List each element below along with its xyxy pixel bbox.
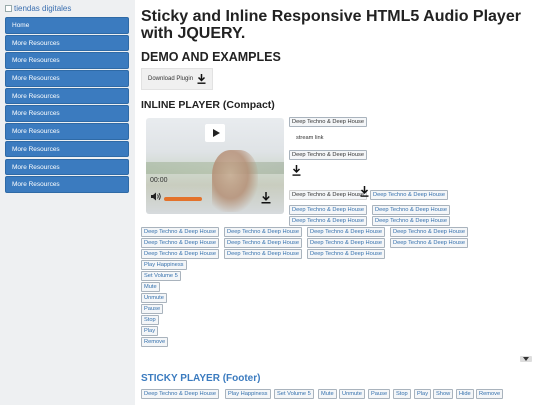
sidebar-nav: Home More Resources More Resources More … <box>5 17 129 194</box>
track-button[interactable]: Deep Techno & Deep House <box>390 238 468 248</box>
logo-alt-text: tiendas digitales <box>14 4 72 13</box>
play-icon <box>212 129 220 137</box>
sticky-play-happiness-button[interactable]: Play Happiness <box>225 389 271 399</box>
track-button[interactable]: Deep Techno & Deep House <box>390 227 468 237</box>
sticky-track-button[interactable]: Deep Techno & Deep House <box>141 389 219 399</box>
track-button[interactable]: Deep Techno & Deep House <box>307 227 385 237</box>
sticky-set-volume-button[interactable]: Set Volume 5 <box>274 389 314 399</box>
sticky-pause-button[interactable]: Pause <box>368 389 391 399</box>
mute-button[interactable]: Mute <box>141 282 160 292</box>
remove-button[interactable]: Remove <box>141 337 169 347</box>
stream-link[interactable]: stream link <box>296 135 324 141</box>
track-button[interactable]: Deep Techno & Deep House <box>289 216 367 226</box>
player-cover-figure <box>212 150 258 212</box>
sidebar-item-more-resources[interactable]: More Resources <box>5 52 129 69</box>
track-button[interactable]: Deep Techno & Deep House <box>224 249 302 259</box>
track-button[interactable]: Deep Techno & Deep House <box>224 227 302 237</box>
sidebar-item-more-resources[interactable]: More Resources <box>5 34 129 52</box>
pause-button[interactable]: Pause <box>141 304 164 314</box>
download-icon[interactable] <box>360 186 369 197</box>
download-plugin-label: Download Plugin <box>148 76 194 82</box>
sticky-hide-button[interactable]: Hide <box>456 389 474 399</box>
download-icon[interactable] <box>292 165 301 176</box>
download-icon <box>197 74 206 84</box>
sidebar: tiendas digitales Home More Resources Mo… <box>0 0 135 405</box>
sidebar-item-more-resources[interactable]: More Resources <box>5 176 129 193</box>
page-title: Sticky and Inline Responsive HTML5 Audio… <box>141 8 521 42</box>
sticky-mute-button[interactable]: Mute <box>318 389 337 399</box>
play-happiness-button[interactable]: Play Happiness <box>141 260 187 270</box>
player-download-icon[interactable] <box>261 192 271 204</box>
stop-button[interactable]: Stop <box>141 315 159 325</box>
track-button[interactable]: Deep Techno & Deep House <box>307 249 385 259</box>
track-button[interactable]: Deep Techno & Deep House <box>289 190 367 200</box>
demo-heading: DEMO AND EXAMPLES <box>141 50 281 64</box>
track-button[interactable]: Deep Techno & Deep House <box>141 238 219 248</box>
sticky-show-button[interactable]: Show <box>433 389 454 399</box>
set-volume-button[interactable]: Set Volume 5 <box>141 271 181 281</box>
track-button[interactable]: Deep Techno & Deep House <box>289 205 367 215</box>
sidebar-item-more-resources[interactable]: More Resources <box>5 158 129 176</box>
sidebar-item-more-resources[interactable]: More Resources <box>5 70 129 87</box>
volume-icon[interactable] <box>151 192 162 201</box>
track-button[interactable]: Deep Techno & Deep House <box>307 238 385 248</box>
sidebar-item-more-resources[interactable]: More Resources <box>5 105 129 123</box>
track-button[interactable]: Deep Techno & Deep House <box>141 227 219 237</box>
broken-image-icon <box>5 5 12 12</box>
download-plugin-button[interactable]: Download Plugin <box>141 68 213 90</box>
track-button[interactable]: Deep Techno & Deep House <box>289 150 367 160</box>
sticky-unmute-button[interactable]: Unmute <box>339 389 365 399</box>
sticky-stop-button[interactable]: Stop <box>393 389 411 399</box>
track-button[interactable]: Deep Techno & Deep House <box>372 205 450 215</box>
track-button[interactable]: Deep Techno & Deep House <box>370 190 448 200</box>
play-button[interactable] <box>205 124 225 142</box>
sidebar-item-more-resources[interactable]: More Resources <box>5 123 129 140</box>
track-button[interactable]: Deep Techno & Deep House <box>224 238 302 248</box>
sidebar-item-more-resources[interactable]: More Resources <box>5 87 129 105</box>
chevron-down-icon <box>523 357 529 361</box>
time-display: 00:00 <box>150 177 168 184</box>
sidebar-item-home[interactable]: Home <box>5 17 129 34</box>
scroll-down-button[interactable] <box>520 356 532 362</box>
unmute-button[interactable]: Unmute <box>141 293 167 303</box>
sticky-player-heading: STICKY PLAYER (Footer) <box>141 373 261 384</box>
track-button[interactable]: Deep Techno & Deep House <box>141 249 219 259</box>
track-button[interactable]: Deep Techno & Deep House <box>372 216 450 226</box>
volume-slider[interactable] <box>164 197 202 201</box>
inline-audio-player: 00:00 <box>146 118 284 214</box>
sticky-remove-button[interactable]: Remove <box>476 389 504 399</box>
inline-player-heading: INLINE PLAYER (Compact) <box>141 99 275 111</box>
play-button[interactable]: Play <box>141 326 159 336</box>
logo[interactable]: tiendas digitales <box>0 0 135 14</box>
sidebar-item-more-resources[interactable]: More Resources <box>5 140 129 158</box>
sticky-play-button[interactable]: Play <box>414 389 432 399</box>
track-button[interactable]: Deep Techno & Deep House <box>289 117 367 127</box>
